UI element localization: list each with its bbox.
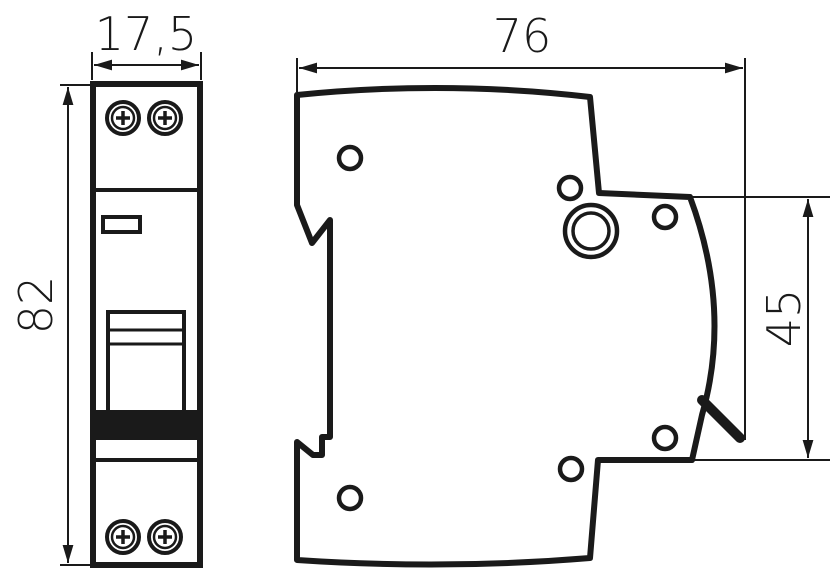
hole-icon — [336, 144, 364, 172]
screw-icon — [147, 100, 183, 136]
side-view — [294, 84, 745, 568]
height-dimension — [60, 84, 90, 566]
toggle-base — [93, 410, 200, 440]
front-view — [90, 81, 203, 568]
hole-icon — [556, 174, 584, 202]
side-outline — [294, 84, 718, 568]
height-label: 82 — [9, 276, 63, 335]
front-height-label: 45 — [757, 289, 811, 348]
width-label: 17,5 — [95, 7, 197, 61]
width-dimension — [91, 52, 202, 80]
hole-icon — [651, 424, 679, 452]
screw-icon — [147, 519, 183, 555]
hole-icon — [557, 455, 585, 483]
front-outline — [90, 81, 203, 568]
screw-icon — [105, 519, 141, 555]
depth-label: 76 — [493, 9, 552, 63]
hole-icon — [336, 484, 364, 512]
depth-dimension — [296, 58, 746, 440]
indicator-window — [101, 215, 142, 234]
front-height-dimension — [692, 196, 830, 461]
toggle-lever — [697, 395, 745, 443]
screw-icon — [105, 100, 141, 136]
hole-icon — [651, 203, 679, 231]
